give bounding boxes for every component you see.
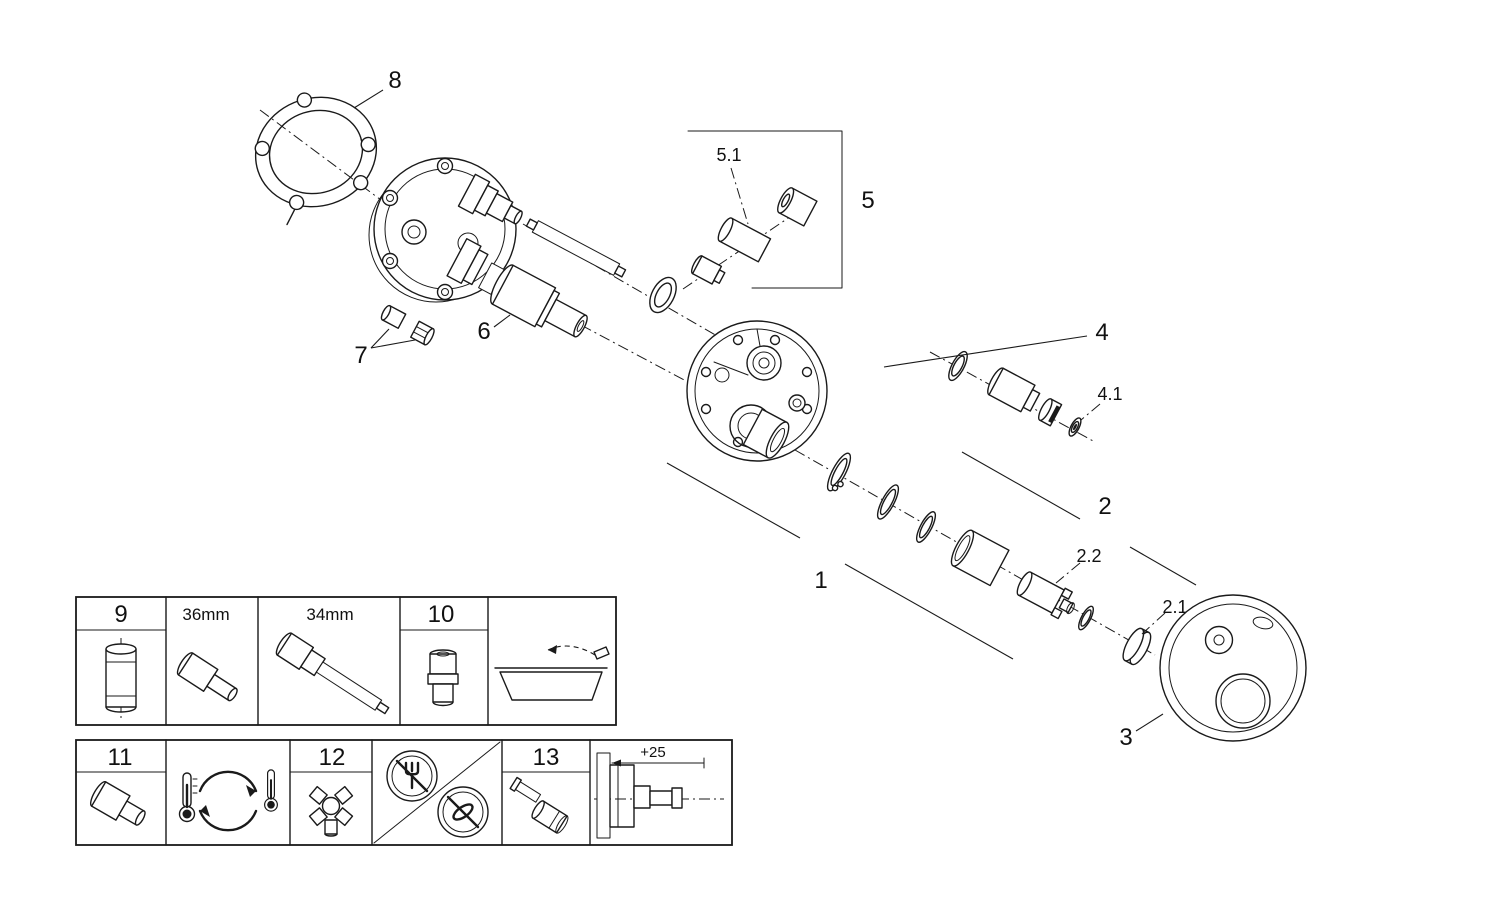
thermometer-icon-2 [264,769,278,812]
leader-4-1 [1080,403,1101,421]
axis-lower-cartridge [469,265,689,383]
lower-port-stub [446,238,489,286]
thermostat-cartridge-stub [457,173,523,225]
escutcheon-plate [1159,594,1307,742]
legend-row-1: 9 36mm 34mm 10 [75,596,617,726]
part-2-1-cap [1122,627,1152,666]
leader-6 [493,314,511,328]
bracket-1b [844,563,1014,660]
part-5-cap [777,187,818,227]
bracket-5 [687,130,843,289]
part-2-2-extension [1016,571,1075,620]
callout-2: 2 [1098,493,1111,520]
threaded-spindle [525,218,627,278]
upper-o-ring [649,276,677,314]
prohibition-tool-icon [386,750,438,802]
prohibition-grease-icon [437,786,489,838]
part-5-sleeve [717,217,772,263]
legend-label-12: 12 [319,744,346,771]
part-12-coupling [308,785,354,837]
legend-dim-plus25: +25 [640,744,665,761]
callout-4: 4 [1095,319,1108,346]
axis-main-trim [794,449,1156,656]
part-1-ring [876,484,900,520]
callout-4-1: 4.1 [1097,384,1122,404]
part-6-cartridge [478,262,588,338]
part-4-1-washer [1068,417,1082,437]
legend-dim-36mm: 36mm [182,605,229,624]
part-5-adapter [690,255,726,285]
bracket-2a [961,451,1081,520]
leader-8 [353,89,384,109]
callout-5-1: 5.1 [716,145,741,165]
part-2-sleeve [950,529,1010,587]
part-1-o-ring [915,511,937,543]
callout-2-2: 2.2 [1076,546,1101,566]
legend-label-11: 11 [108,744,133,771]
part-9-sleeve [105,638,137,718]
grohe-logo-oval [1252,616,1274,630]
legend-label-9: 9 [114,601,127,628]
bracket-1a [666,462,801,539]
leader-2-1 [1141,612,1166,635]
thermometer-icon [178,772,198,823]
part-4-washer-stack [1038,398,1063,427]
callout-2-1: 2.1 [1162,597,1187,617]
leader-5-1 [730,167,749,225]
leader-7b [370,339,416,349]
part-13-parts [509,776,569,834]
part-7-plugs [380,304,435,346]
legend-label-13: 13 [533,744,560,771]
callout-6: 6 [477,318,490,345]
leader-7a [370,328,390,349]
no-tools-icons [373,741,501,844]
part-2-o-ring [1078,605,1094,631]
part-11-cartridge [89,780,146,826]
part-5-group [690,187,818,285]
part-1-retaining-ring [826,452,852,492]
bracket-2b [1129,546,1197,586]
mounting-plate [686,320,828,462]
wall-cross-section-icon: +25 [594,744,724,839]
callout-3: 3 [1119,724,1132,751]
callout-7: 7 [354,342,367,369]
bracket-4 [883,335,1088,368]
part-4-barrel [987,367,1041,413]
bathtub-icon [494,645,610,701]
leader-2-2 [1055,562,1081,584]
legend-dim-34mm: 34mm [306,605,353,624]
temperature-adjust-icon [178,769,278,832]
callout-5: 5 [861,187,874,214]
leader-3 [1135,713,1164,732]
part-8-gasket [254,92,378,226]
part-10-adapter [427,649,459,707]
callout-8: 8 [388,67,401,94]
valve-body [368,157,627,303]
part-36mm-cartridge [176,652,238,702]
legend-row-2: 11 12 13 [75,739,733,846]
legend-label-10: 10 [428,601,455,628]
part-4-o-ring [948,350,968,382]
callout-1: 1 [814,567,827,594]
part-34mm-cartridge [275,632,390,715]
plate-boss [742,408,790,459]
